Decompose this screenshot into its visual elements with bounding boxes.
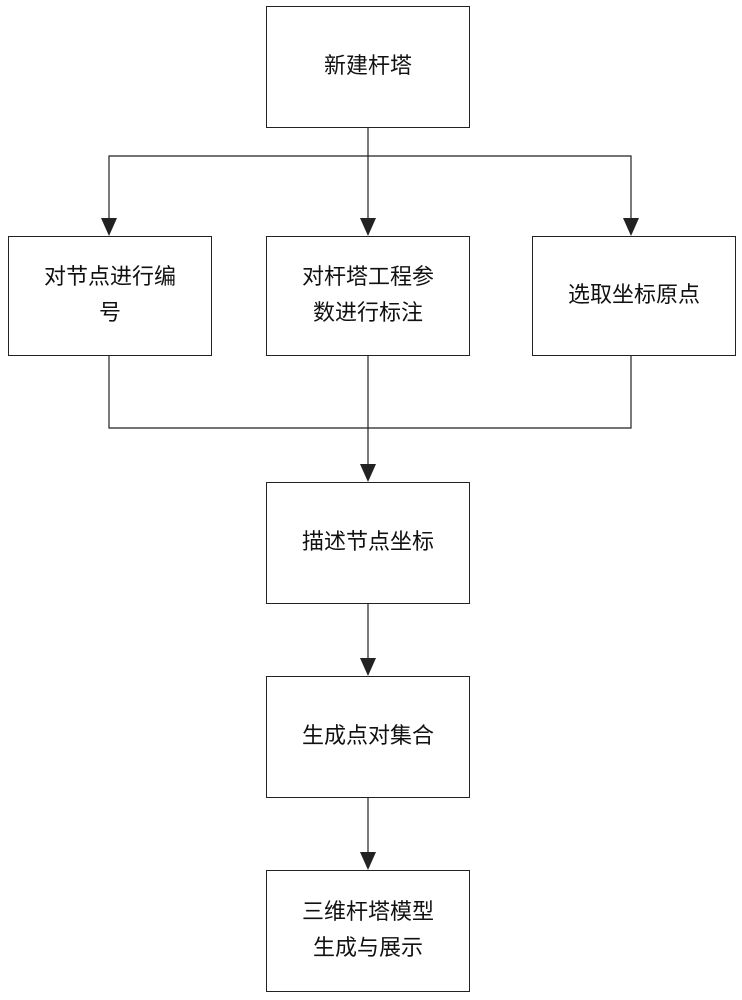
connector-merge-bar xyxy=(108,356,632,429)
connector-split-bar xyxy=(108,155,632,218)
node-annotate-params: 对杆塔工程参 数进行标注 xyxy=(266,236,470,356)
node-select-origin: 选取坐标原点 xyxy=(532,236,736,356)
node-new-tower: 新建杆塔 xyxy=(266,6,470,128)
node-describe-coords: 描述节点坐标 xyxy=(266,482,470,604)
arrowhead-to-generate xyxy=(360,658,376,676)
node-number-nodes-label: 对节点进行编 号 xyxy=(43,265,176,326)
node-model-display: 三维杆塔模型 生成与展示 xyxy=(266,870,470,992)
node-number-nodes: 对节点进行编 号 xyxy=(8,236,212,356)
arrowhead-to-annotate xyxy=(360,218,376,236)
arrowhead-to-describe xyxy=(360,464,376,482)
node-new-tower-label: 新建杆塔 xyxy=(323,54,412,79)
node-generate-pairs: 生成点对集合 xyxy=(266,676,470,798)
node-annotate-params-label: 对杆塔工程参 数进行标注 xyxy=(301,265,434,326)
arrowhead-to-number-nodes xyxy=(101,218,117,236)
node-describe-coords-label: 描述节点坐标 xyxy=(301,530,434,555)
node-generate-pairs-label: 生成点对集合 xyxy=(301,724,434,749)
arrowhead-to-model xyxy=(360,852,376,870)
node-model-display-label: 三维杆塔模型 生成与展示 xyxy=(301,900,434,961)
arrowhead-to-select-origin xyxy=(623,218,639,236)
node-select-origin-label: 选取坐标原点 xyxy=(567,283,700,308)
